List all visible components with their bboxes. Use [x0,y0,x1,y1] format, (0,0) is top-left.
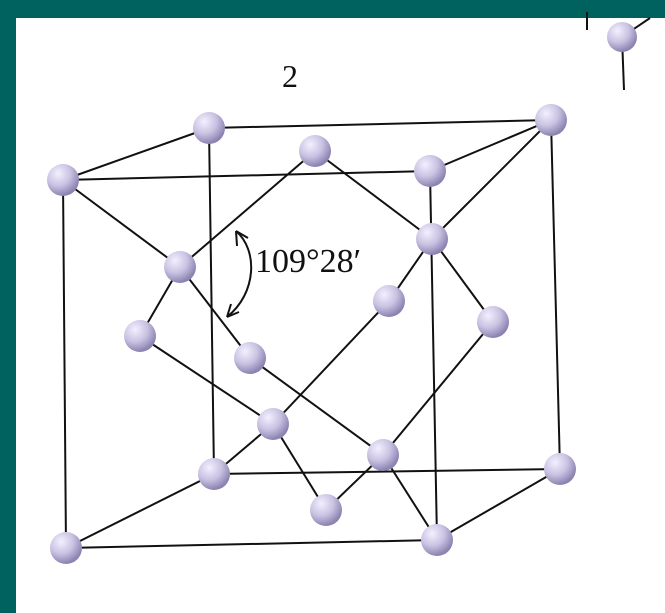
atom-back-top-left-corner [193,112,225,144]
atom-back-bottom-right-corner [544,453,576,485]
atom-back-bottom-left-corner [198,458,230,490]
bond-top-face-to-upper-left [179,150,316,268]
bond-right-face-to-middle-right [431,238,494,323]
bond-corner-to-upper-left [62,179,181,268]
atom-lower-right-interior [367,439,399,471]
bond-left-face-to-lower-center [139,335,274,425]
atom-bottom-face [310,494,342,526]
bond-upper-left-to-front-face [179,266,251,359]
bond-front-face-to-lower-right [249,357,384,456]
atom-front-bottom-left-corner [50,532,82,564]
back-left-edge [208,127,215,475]
atom-front-face [234,342,266,374]
top-left-depth-edge [62,127,210,181]
back-top-edge [208,119,552,129]
bond-middle-right-to-lower-right [382,321,494,456]
bottom-left-depth-edge [65,473,215,549]
bond-back-corner-to-right-face [431,119,552,240]
bond-lower-right-to-front-corner [382,454,438,541]
atom-front-bottom-right-corner [421,524,453,556]
bond-angle-label: 109°28′ [255,243,362,280]
atom-top-face [299,135,331,167]
atom-left-face [124,320,156,352]
bond-angle-arc [226,230,253,318]
bond-lower-center-to-bottom-face [272,423,327,511]
atom-upper-left-interior [164,251,196,283]
front-bottom-edge [65,539,438,549]
bottom-right-depth-edge [436,468,561,541]
front-top-edge [62,170,431,181]
figure-number-label: 2 [282,58,298,94]
bond-top-face-to-right-face [314,150,433,240]
atom-front-top-left-corner [47,164,79,196]
atom-upper-center-interior [373,285,405,317]
top-right-depth-edge [429,119,552,172]
back-right-edge [550,119,561,470]
atom-lower-center-interior [257,408,289,440]
atom-right-face [416,223,448,255]
back-bottom-edge [213,468,561,475]
bond-upper-center-to-lower-center [272,300,390,425]
inset-tetrahedron-fragment [586,12,651,91]
front-left-edge [62,179,67,549]
atom-back-top-right-corner [535,104,567,136]
atom-front-top-right-corner [414,155,446,187]
lattice-atoms [47,104,576,564]
atom-middle-right-interior [477,306,509,338]
